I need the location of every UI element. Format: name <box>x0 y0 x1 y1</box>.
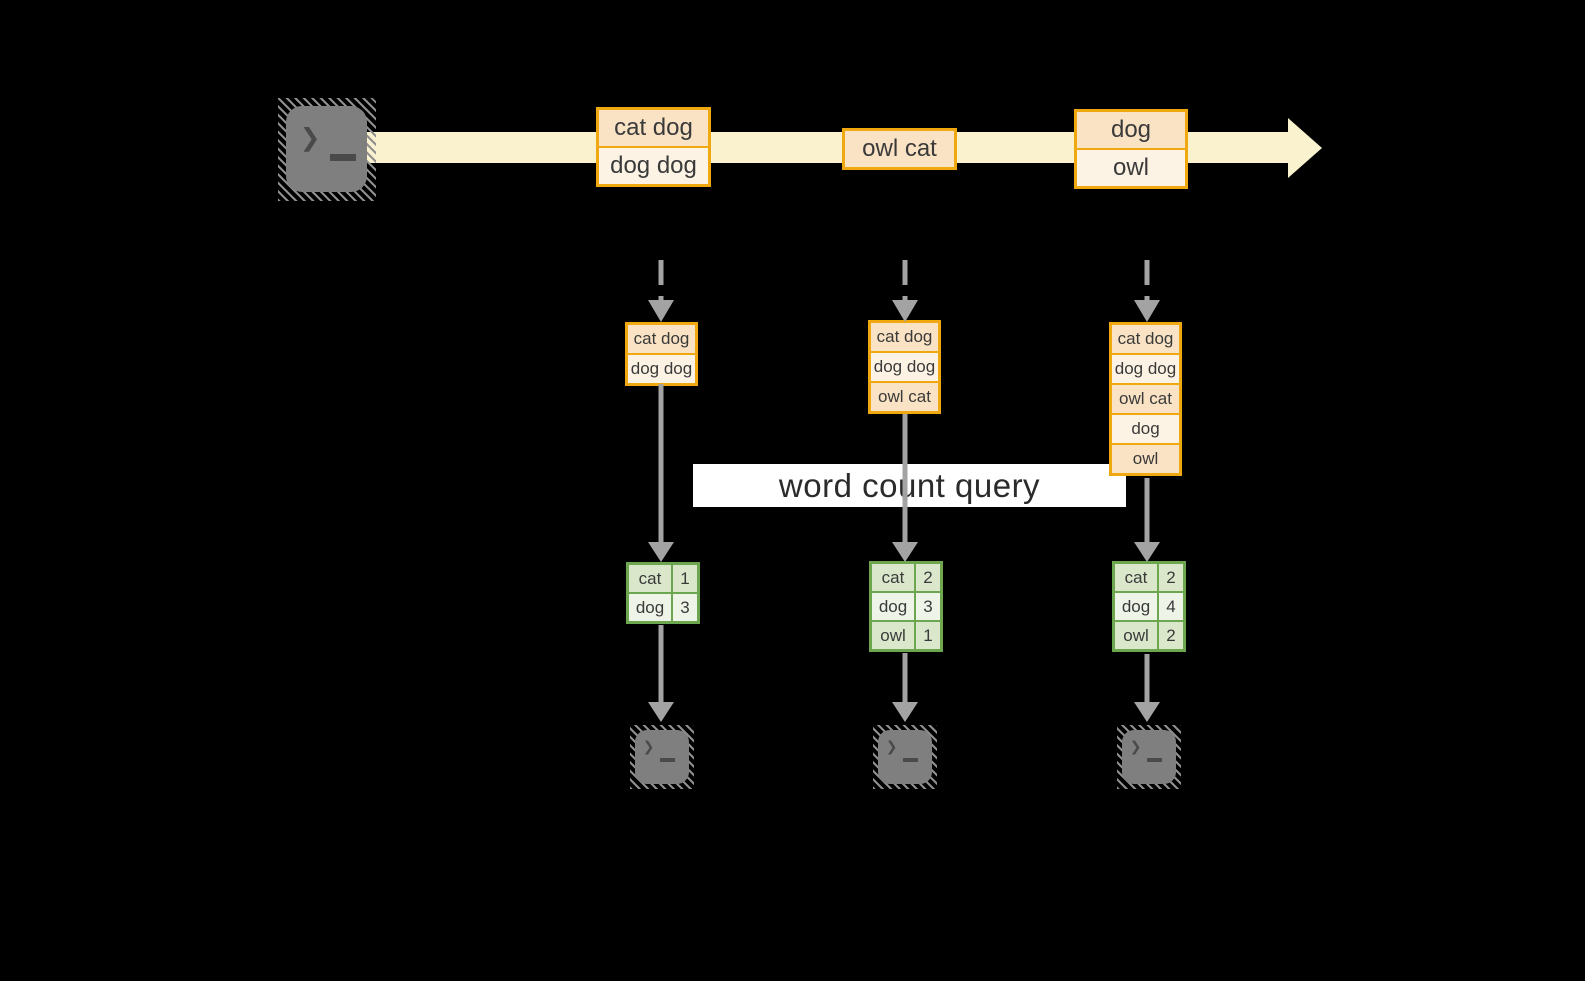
arrow-head-icon <box>892 702 918 722</box>
accumulated-stream-3: cat dog dog dog owl cat dog owl <box>1109 322 1182 476</box>
arrow-head-icon <box>1134 542 1160 562</box>
word-cell: owl <box>1115 622 1157 649</box>
arrow-head-icon <box>892 300 918 322</box>
count-cell: 3 <box>916 593 940 620</box>
source-terminal-icon: ❯ <box>278 98 376 201</box>
count-cell: 3 <box>673 594 697 621</box>
stream-arrow-head-icon <box>1288 118 1322 178</box>
terminal-screen: ❯ <box>286 106 367 192</box>
stream-record: owl <box>1077 150 1185 186</box>
sink-terminal-icon: ❯ <box>1117 725 1181 789</box>
word-cell: dog <box>629 594 671 621</box>
terminal-prompt-icon: ❯ <box>1130 736 1142 758</box>
arrow-head-icon <box>648 300 674 322</box>
stream-record: dog dog <box>1112 355 1179 383</box>
stream-record: owl <box>1112 445 1179 473</box>
count-cell: 2 <box>1159 622 1183 649</box>
arrow-head-icon <box>648 702 674 722</box>
terminal-cursor-icon <box>330 154 356 161</box>
sink-terminal-icon: ❯ <box>630 725 694 789</box>
timeline-event-2: owl cat <box>842 128 957 170</box>
terminal-screen: ❯ <box>1122 730 1176 784</box>
stream-record: dog dog <box>871 353 938 381</box>
stream-record: owl cat <box>1112 385 1179 413</box>
word-cell: dog <box>1115 593 1157 620</box>
arrow-head-icon <box>892 542 918 562</box>
stream-record: dog <box>1112 415 1179 443</box>
arrow-head-icon <box>1134 702 1160 722</box>
terminal-cursor-icon <box>660 758 675 762</box>
terminal-prompt-icon: ❯ <box>643 736 655 758</box>
terminal-screen: ❯ <box>635 730 689 784</box>
count-cell: 1 <box>673 565 697 592</box>
word-cell: dog <box>872 593 914 620</box>
arrow-head-icon <box>648 542 674 562</box>
stream-record: owl cat <box>871 383 938 411</box>
count-table-3: cat 2 dog 4 owl 2 <box>1112 561 1186 652</box>
word-cell: cat <box>872 564 914 591</box>
stream-record: dog <box>1077 112 1185 148</box>
count-cell: 4 <box>1159 593 1183 620</box>
timeline-event-1: cat dog dog dog <box>596 107 711 187</box>
terminal-cursor-icon <box>903 758 918 762</box>
stream-record: cat dog <box>628 325 695 353</box>
timeline-event-3: dog owl <box>1074 109 1188 189</box>
arrow-head-icon <box>1134 300 1160 322</box>
terminal-prompt-icon: ❯ <box>886 736 898 758</box>
stream-record: owl cat <box>845 131 954 167</box>
stream-record: dog dog <box>599 148 708 184</box>
stream-record: cat dog <box>599 110 708 146</box>
word-cell: cat <box>1115 564 1157 591</box>
count-table-1: cat 1 dog 3 <box>626 562 700 624</box>
sink-terminal-icon: ❯ <box>873 725 937 789</box>
terminal-prompt-icon: ❯ <box>300 118 321 158</box>
stream-record: dog dog <box>628 355 695 383</box>
count-cell: 2 <box>1159 564 1183 591</box>
count-cell: 2 <box>916 564 940 591</box>
terminal-cursor-icon <box>1147 758 1162 762</box>
query-banner: word count query <box>693 464 1126 507</box>
count-table-2: cat 2 dog 3 owl 1 <box>869 561 943 652</box>
word-cell: cat <box>629 565 671 592</box>
terminal-screen: ❯ <box>878 730 932 784</box>
accumulated-stream-1: cat dog dog dog <box>625 322 698 386</box>
word-cell: owl <box>872 622 914 649</box>
stream-record: cat dog <box>1112 325 1179 353</box>
count-cell: 1 <box>916 622 940 649</box>
stream-record: cat dog <box>871 323 938 351</box>
accumulated-stream-2: cat dog dog dog owl cat <box>868 320 941 414</box>
